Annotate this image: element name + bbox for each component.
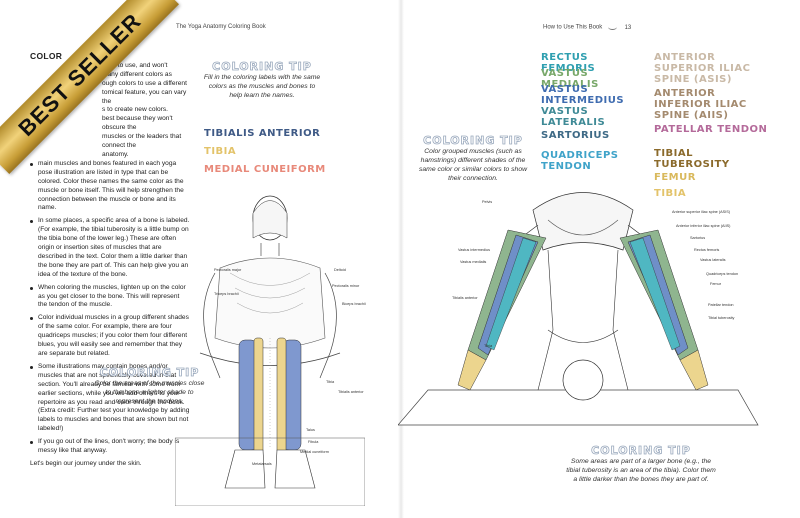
figure-callout: Fibula [308,440,319,444]
bullet-item: When coloring the muscles, lighten up on… [30,284,190,311]
figure-callout: Anterior superior iliac spine (ASIS) [672,210,731,214]
figure-callout: Quadriceps tendon [706,272,739,276]
coloring-label: RECTUS FEMORIS [541,52,596,74]
intro-line: best because they won't obscure the [102,115,173,132]
bullet-item: main muscles and bones featured in each … [30,160,190,213]
figure-callout: Rectus femoris [694,248,720,252]
running-header-title: How to Use This Book [543,24,603,31]
squat-figure-illustration [175,195,365,506]
coloring-label: VASTUS MEDIALIS [541,68,599,90]
coloring-label: FEMUR [654,172,696,183]
figure-callout: Vastus intermedius [458,248,491,252]
coloring-label: TIBIA [654,188,687,199]
left-running-header: The Yoga Anatomy Coloring Book [176,24,266,30]
intro-line: muscles or the leaders that connect the [102,133,182,150]
figure-callout: Pectoralis major [214,268,242,272]
figure-callout: Sartorius [690,236,706,240]
intro-line: ough colors to use a different [102,79,187,87]
intro-line: easy to use, and won't [102,61,168,69]
figure-callout: Deltoid [334,268,346,272]
coloring-label: ANTERIOR SUPERIOR ILIAC SPINE (ASIS) [654,52,751,85]
coloring-label: TIBIALIS ANTERIOR [204,128,321,139]
coloring-label: TIBIA [204,146,237,157]
tip-body: Color the areas of the muscles close to … [94,380,205,405]
figure-callout: Biceps brachii [342,302,366,306]
right-running-header: How to Use This Book 13 [543,24,631,31]
bullet-item: In some places, a specific area of a bon… [30,217,190,279]
figure-callout: Tibialis anterior [338,390,364,394]
intro-line: many different colors as [102,70,172,78]
forward-bend-figure-illustration [398,192,759,426]
figure-callout: Pectoralis minor [332,284,360,288]
figure-callout: Vastus lateralis [700,258,726,262]
intro-line: s to create new colors. [102,106,168,114]
figure-callout: Femur [710,282,721,286]
figure-callout: Triceps brachii [214,292,239,296]
coloring-tip-1: COLORING TIP Fill in the coloring labels… [202,60,322,100]
figure-callout: Tibialis anterior [452,296,478,300]
tip-body: Some areas are part of a larger bone (e.… [566,458,716,483]
figure-callout: Tibial tuberosity [708,316,735,320]
figure-callout: Talus [306,428,315,432]
coloring-tip-2: COLORING TIP Color the areas of the musc… [92,366,207,406]
tip-title: COLORING TIP [423,134,523,148]
coloring-label: VASTUS INTERMEDIUS [541,84,625,106]
figure-callout: Tibia [484,344,493,348]
coloring-tip-4: COLORING TIP Some areas are part of a la… [566,444,716,484]
tip-title: COLORING TIP [212,60,312,74]
figure-callout: Medial cuneiform [300,450,329,454]
tip-title: COLORING TIP [99,366,200,380]
figure-callout: Vastus medialis [460,260,487,264]
tip-title: COLORING TIP [591,444,691,458]
bullet-item: Some illustrations may contain bones and… [30,363,190,434]
bullet-item: Color individual muscles in a group diff… [30,314,190,359]
bullet-item: If you go out of the lines, don't worry;… [30,438,190,456]
coloring-label: MEDIAL CUNEIFORM [204,164,326,175]
coloring-label: QUADRICEPS TENDON [541,150,619,172]
coloring-label: SARTORIUS [541,130,610,141]
figure-callout: Metatarsals [252,462,272,466]
book-gutter [398,0,404,518]
bullet-list: main muscles and bones featured in each … [30,160,190,456]
intro-line: anatomy. [102,150,129,158]
lotus-icon [607,24,617,30]
figure-callout: Patellar tendon [708,303,734,307]
coloring-label: PATELLAR TENDON [654,124,768,135]
coloring-tip-3: COLORING TIP Color grouped muscles (such… [418,134,528,183]
closing-line: Let's begin our journey under the skin. [30,459,142,467]
figure-callout: Anterior inferior iliac spine (AIIS) [676,224,731,228]
coloring-label: ANTERIOR INFERIOR ILIAC SPINE (AIIS) [654,88,747,121]
page-number: 13 [624,24,632,31]
intro-line: tomical feature, you can vary the [102,88,187,105]
tip-body: Color grouped muscles (such as hamstring… [418,148,528,182]
section-heading: COLOR [30,51,63,61]
figure-callout: Tibia [326,380,335,384]
coloring-label: VASTUS LATERALIS [541,106,606,128]
tip-body: Fill in the coloring labels with the sam… [203,74,321,99]
figure-callout: Pelvis [482,200,493,204]
coloring-label: TIBIAL TUBEROSITY [654,148,730,170]
